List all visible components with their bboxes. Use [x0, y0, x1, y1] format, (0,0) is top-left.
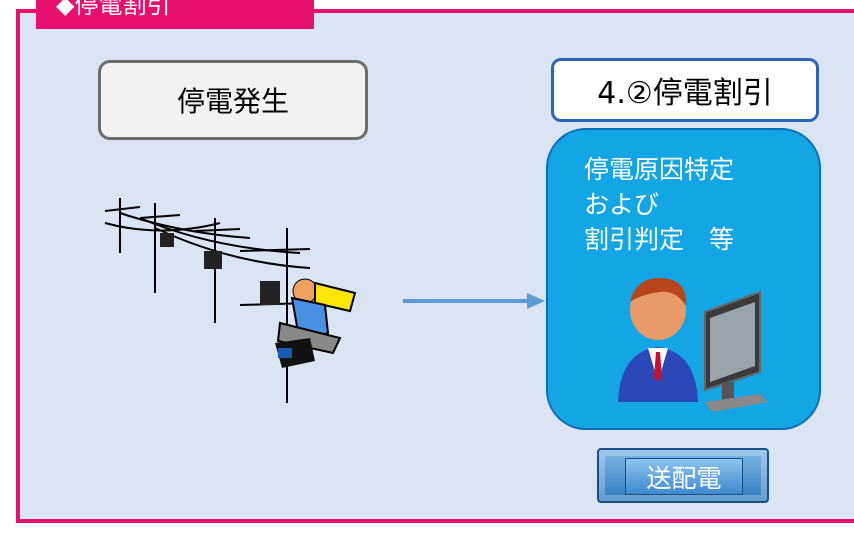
section-title: ◆停電割引 — [56, 0, 171, 19]
outage-discount-header: 4.②停電割引 — [551, 58, 819, 122]
power-outage-label: 停電発生 — [176, 85, 289, 118]
card-line-1: 停電原因特定 — [584, 155, 735, 184]
card-line-3: 割引判定 等 — [584, 225, 735, 254]
computer-operator-icon — [618, 277, 768, 412]
outage-discount-label: 4.②停電割引 — [597, 76, 773, 111]
card-line-2: および — [584, 190, 660, 219]
section-title-tab: ◆停電割引 — [36, 0, 314, 29]
card-text: 停電原因特定 および 割引判定 等 — [584, 152, 734, 257]
right-arrow-icon — [403, 293, 545, 309]
button-face: 送配電 — [625, 458, 743, 495]
transmission-distribution-button[interactable]: 送配電 — [597, 448, 769, 503]
button-label: 送配電 — [646, 463, 722, 493]
utility-pole-worker-icon — [104, 198, 357, 403]
power-outage-box: 停電発生 — [98, 60, 368, 140]
discount-process-card: 停電原因特定 および 割引判定 等 — [546, 128, 821, 430]
